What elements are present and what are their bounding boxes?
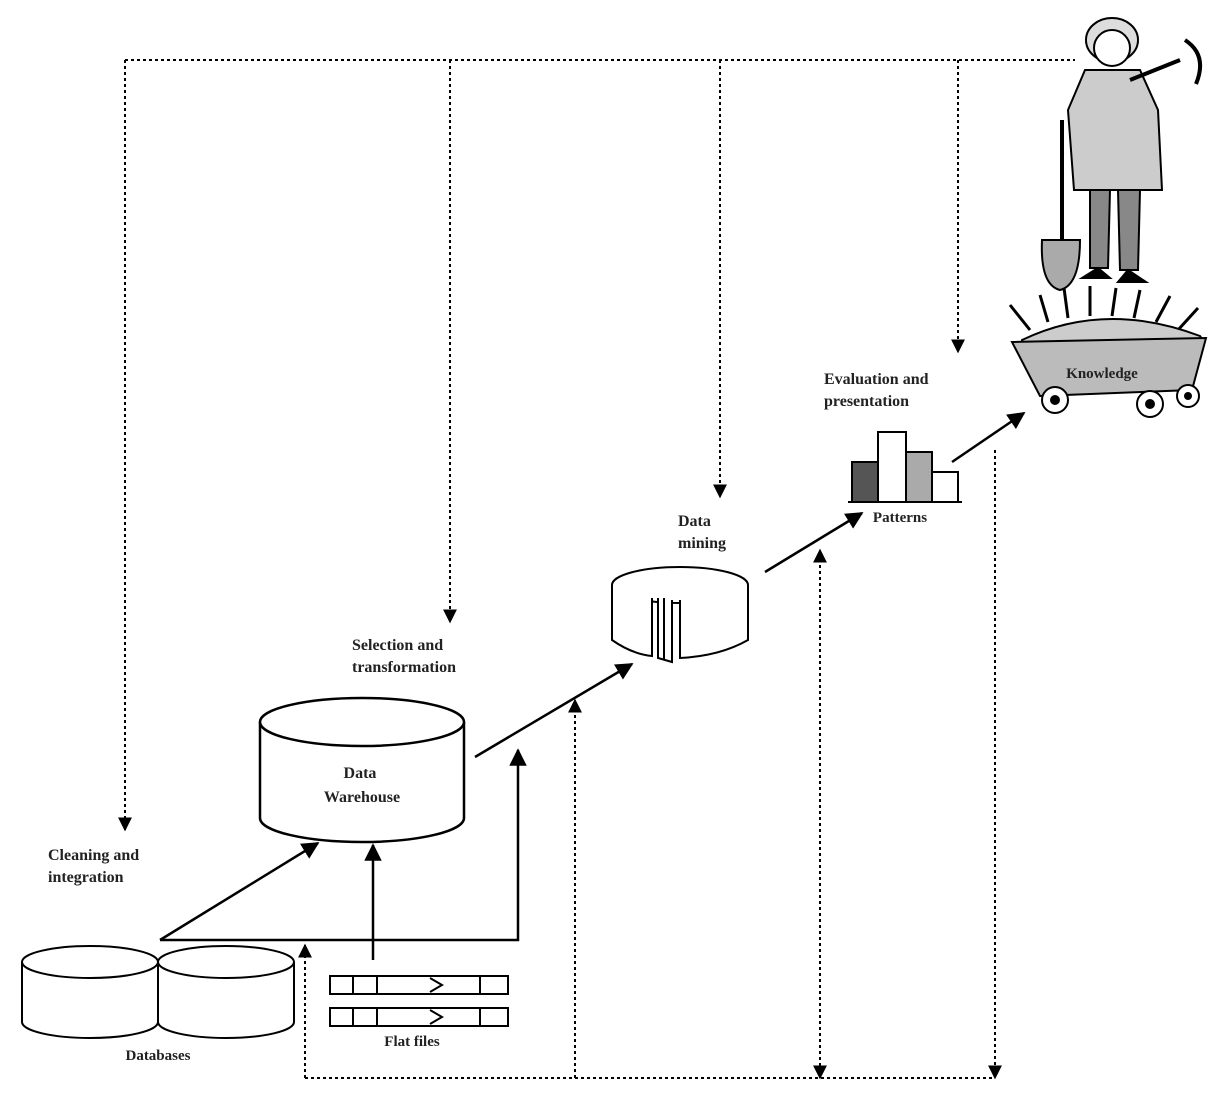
flat-files-icon bbox=[330, 976, 508, 1026]
flat-files-label: Flat files bbox=[384, 1034, 440, 1050]
cleaning-integration-label: Cleaning and integration bbox=[48, 847, 143, 886]
databases-icon bbox=[22, 946, 294, 1038]
evaluation-presentation-label: Evaluation and presentation bbox=[824, 371, 932, 410]
miner-figure-icon bbox=[1042, 18, 1200, 290]
knowledge-label: Knowledge bbox=[1066, 366, 1138, 382]
patterns-label: Patterns bbox=[873, 510, 927, 526]
patterns-chart-icon bbox=[848, 432, 962, 502]
data-mining-label: Data mining bbox=[678, 513, 726, 552]
selection-transformation-label: Selection and transformation bbox=[352, 637, 456, 676]
databases-label: Databases bbox=[125, 1048, 190, 1064]
data-mining-icon bbox=[612, 567, 748, 662]
knowledge-cart-icon bbox=[1010, 286, 1206, 417]
